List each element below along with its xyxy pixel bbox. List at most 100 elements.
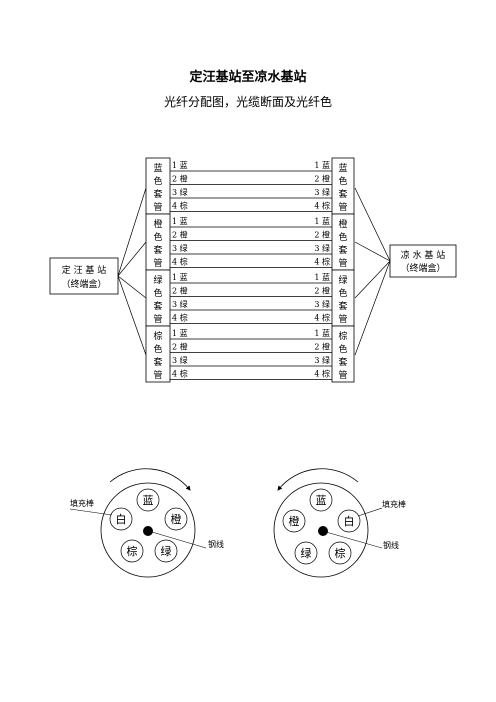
right-station-box: 凉 水 基 站 （终端盒）: [389, 244, 457, 278]
steel-wire-label: 钢线: [208, 539, 224, 549]
tube-label-char: 绿: [338, 274, 347, 286]
steel-wire-core: [318, 526, 328, 536]
right-station-note: （终端盒）: [400, 262, 445, 274]
fiber-label-right: 1 蓝: [314, 272, 330, 282]
fiber-label-left: 1 蓝: [172, 328, 188, 338]
tube-label-char: 管: [153, 369, 162, 381]
fiber-label-left: 2 橙: [172, 286, 188, 296]
tube-label-char: 色: [153, 175, 162, 187]
fiber-label-left: 2 橙: [172, 342, 188, 352]
tube-label-char: 套: [338, 356, 347, 368]
rotation-arrow-icon: [109, 468, 191, 491]
fiber-label-right: 2 橙: [314, 174, 330, 184]
tube-label-bottom-left: 绿: [301, 546, 312, 560]
tube-box-right: [331, 325, 355, 383]
fiber-label-right: 2 橙: [314, 286, 330, 296]
filler-label: 填充棒: [382, 499, 406, 509]
tube-label-char: 套: [153, 188, 162, 200]
tube-label-char: 色: [338, 175, 347, 187]
rotation-arrow-icon: [277, 468, 359, 491]
station-connectors: [117, 187, 391, 356]
left-station-name: 定 汪 基 站: [62, 264, 107, 276]
tube-label-bottom-left: 棕: [127, 544, 138, 558]
fiber-label-right: 4 棕: [314, 257, 330, 267]
fiber-label-right: 2 橙: [314, 230, 330, 240]
tube-label-left: 橙: [289, 514, 300, 528]
fiber-label-left: 3 绿: [172, 356, 188, 365]
tube-label-char: 管: [338, 313, 347, 325]
tube-label-char: 蓝: [153, 162, 162, 174]
tube-label-char: 棕: [338, 330, 347, 342]
steel-wire-label: 钢线: [383, 540, 399, 550]
fiber-label-left: 1 蓝: [172, 272, 188, 282]
cable-outline: [273, 482, 369, 578]
tube-box-left: [145, 325, 171, 383]
fiber-label-left: 1 蓝: [172, 216, 188, 226]
tube-label-char: 棕: [153, 330, 162, 342]
tube-label-char: 套: [338, 300, 347, 312]
fiber-label-right: 4 棕: [314, 313, 330, 323]
page-title: 定汪基站至凉水基站: [189, 70, 307, 85]
fiber-label-left: 1 蓝: [172, 160, 188, 170]
filler-label: 填充棒: [70, 498, 94, 508]
steel-wire-core: [143, 526, 153, 536]
fiber-label-right: 3 绿: [314, 356, 330, 365]
tube-label-bottom-right: 棕: [335, 546, 346, 560]
fiber-label-right: 3 绿: [314, 244, 330, 253]
fiber-label-left: 4 棕: [172, 313, 188, 323]
fiber-label-left: 3 绿: [172, 300, 188, 309]
fiber-label-right: 2 橙: [314, 342, 330, 352]
cross-section-right: 蓝 橙 白 绿 棕 填充棒 钢线: [273, 468, 406, 578]
tube-label-char: 套: [338, 188, 347, 200]
tube-label-bottom-right: 绿: [161, 544, 172, 558]
tube-label-char: 套: [153, 300, 162, 312]
tube-label-char: 色: [338, 231, 347, 243]
tube-label-char: 管: [338, 369, 347, 381]
tube-box-left: [145, 213, 171, 271]
fiber-label-right: 4 棕: [314, 369, 330, 379]
tube-label-char: 管: [153, 257, 162, 269]
cable-outline: [100, 482, 196, 578]
tube-label-char: 管: [153, 201, 162, 213]
tube-label-char: 绿: [153, 274, 162, 286]
right-station-name: 凉 水 基 站: [401, 249, 446, 261]
tube-label-char: 管: [338, 257, 347, 269]
fiber-label-right: 1 蓝: [314, 160, 330, 170]
tube-label-right: 橙: [171, 512, 182, 526]
tube-label-char: 管: [338, 201, 347, 213]
fiber-label-right: 1 蓝: [314, 328, 330, 338]
tube-label-char: 管: [153, 313, 162, 325]
left-station-box: 定 汪 基 站 （终端盒）: [49, 257, 119, 295]
tube-label-char: 色: [338, 343, 347, 355]
fiber-label-left: 2 橙: [172, 230, 188, 240]
cross-section-left: 蓝 白 橙 棕 绿 填充棒 钢线: [69, 468, 224, 578]
fiber-label-left: 4 棕: [172, 201, 188, 211]
left-station-note: （终端盒）: [61, 278, 106, 290]
fiber-label-left: 3 绿: [172, 244, 188, 253]
tube-label-char: 色: [338, 287, 347, 299]
tube-label-char: 色: [153, 287, 162, 299]
page-subtitle: 光纤分配图，光缆断面及光纤色: [163, 95, 332, 109]
tube-label-char: 套: [338, 244, 347, 256]
tube-label-char: 橙: [153, 218, 162, 230]
tube-label-right: 白: [344, 514, 355, 528]
fiber-label-right: 1 蓝: [314, 216, 330, 226]
tube-label-top: 蓝: [143, 494, 154, 507]
fiber-label-right: 3 绿: [314, 300, 330, 309]
fiber-label-left: 4 棕: [172, 369, 188, 379]
fiber-label-left: 3 绿: [172, 188, 188, 197]
tube-label-top: 蓝: [316, 494, 327, 507]
fiber-label-left: 2 橙: [172, 174, 188, 184]
tube-label-char: 套: [153, 244, 162, 256]
fiber-label-right: 3 绿: [314, 188, 330, 197]
tube-label-char: 套: [153, 356, 162, 368]
tube-label-char: 橙: [338, 218, 347, 230]
tube-label-char: 蓝: [338, 162, 347, 174]
tube-label-char: 色: [153, 231, 162, 243]
